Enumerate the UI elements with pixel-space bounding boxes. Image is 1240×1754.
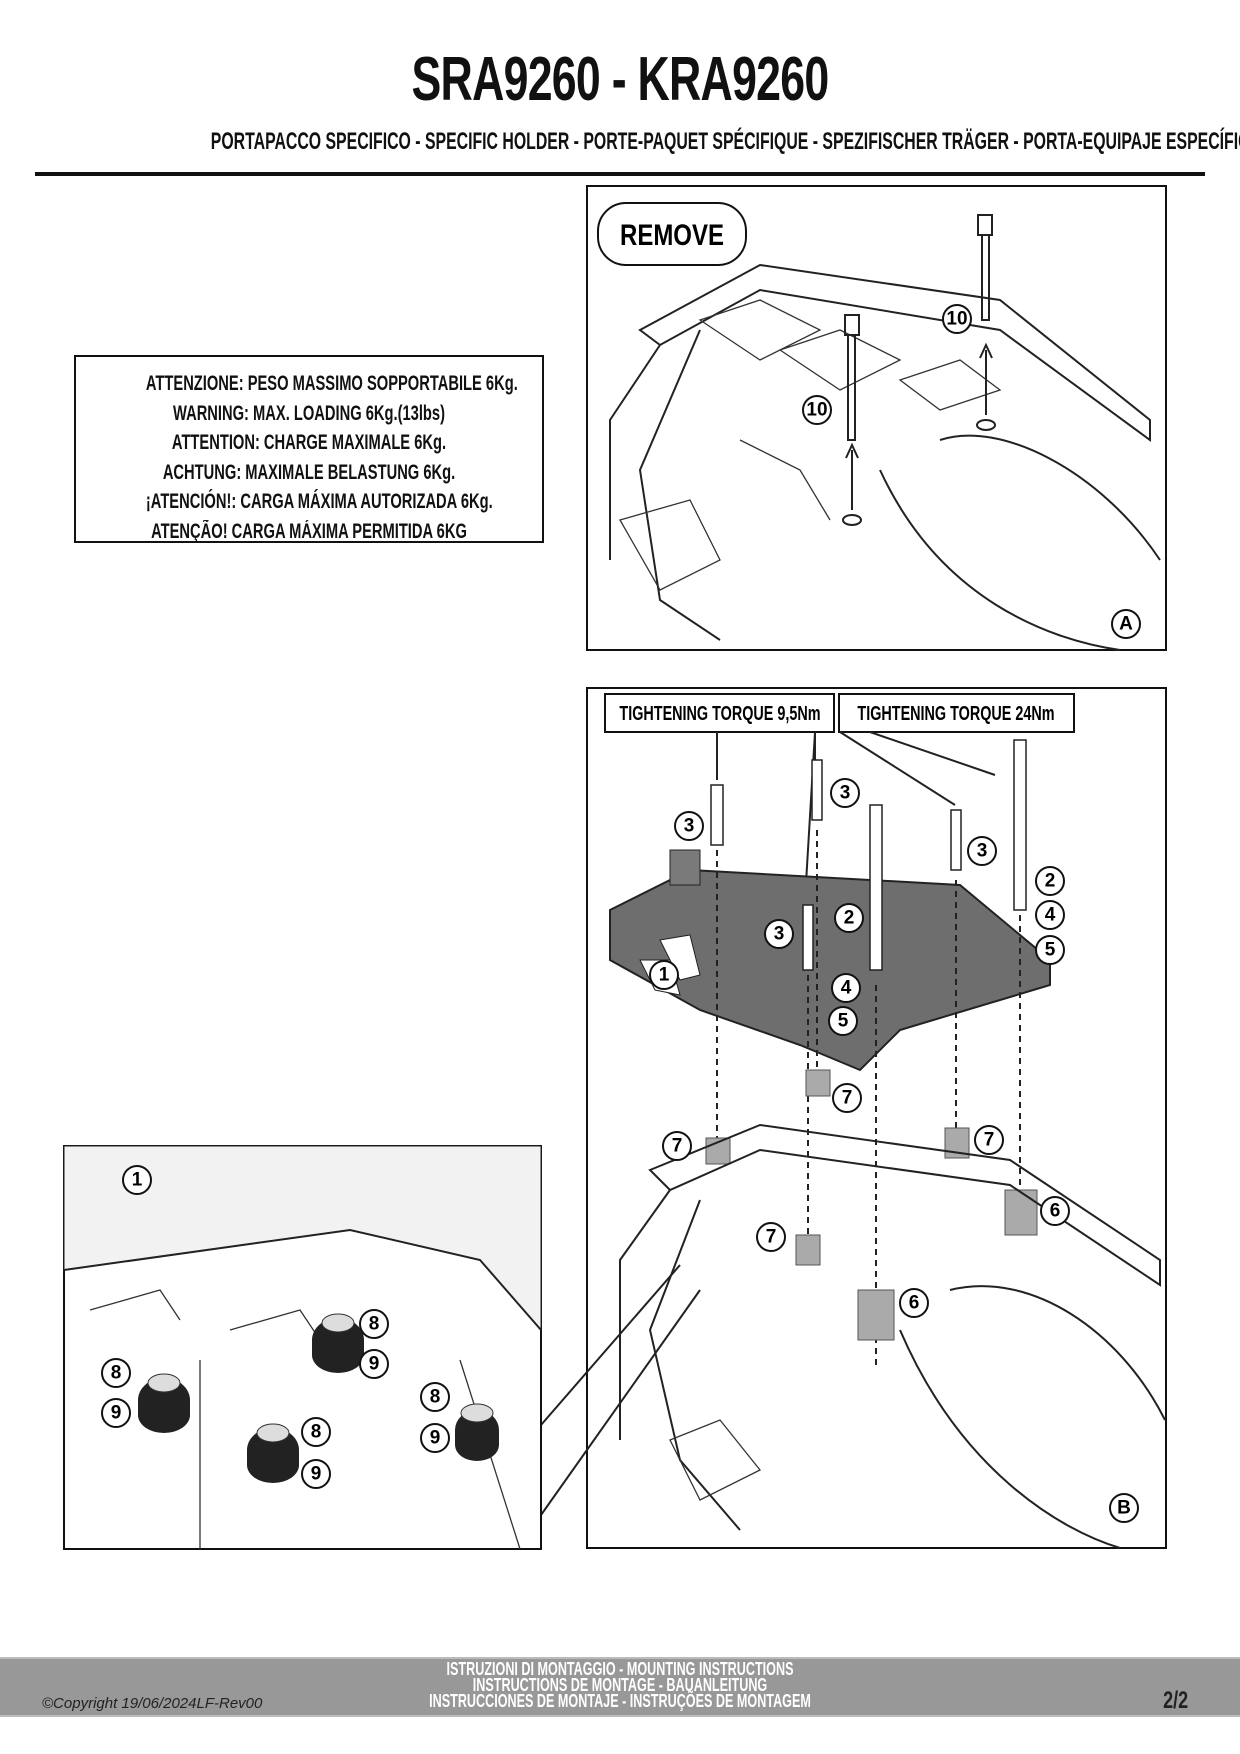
svg-text:3: 3 — [840, 783, 851, 804]
header-divider — [35, 172, 1205, 176]
step-label: A — [1111, 609, 1141, 639]
svg-text:5: 5 — [1045, 940, 1056, 961]
svg-text:3: 3 — [977, 841, 988, 862]
svg-text:1: 1 — [659, 965, 670, 986]
warning-line: ATENÇÃO! CARGA MÁXIMA PERMITIDA 6KG — [151, 519, 467, 543]
torque-label-24nm: TIGHTENING TORQUE 24Nm — [857, 702, 1054, 725]
step-label: B — [1109, 1493, 1139, 1523]
page-number: 2/2 — [1162, 1687, 1188, 1714]
footer-bar: ©Copyright 19/06/2024LF-Rev00 ISTRUZIONI… — [0, 1657, 1240, 1717]
svg-text:9: 9 — [111, 1403, 122, 1424]
svg-text:2: 2 — [844, 908, 855, 929]
torque-label-9-5nm: TIGHTENING TORQUE 9,5Nm — [619, 702, 820, 725]
svg-text:8: 8 — [369, 1314, 380, 1335]
svg-text:1: 1 — [132, 1170, 143, 1191]
svg-text:6: 6 — [909, 1293, 920, 1314]
svg-text:2: 2 — [1045, 871, 1056, 892]
svg-text:9: 9 — [430, 1428, 441, 1449]
svg-text:7: 7 — [766, 1227, 777, 1248]
copyright: ©Copyright 19/06/2024LF-Rev00 — [42, 1695, 263, 1712]
remove-label: REMOVE — [620, 217, 724, 251]
footer-instructions-title: ISTRUZIONI DI MONTAGGIO - MOUNTING INSTR… — [0, 1659, 1240, 1711]
panel-b-install: TIGHTENING TORQUE 9,5Nm TIGHTENING TORQU… — [586, 687, 1167, 1549]
warning-line: ACHTUNG: MAXIMALE BELASTUNG 6Kg. — [162, 460, 456, 484]
svg-text:A: A — [1119, 614, 1133, 635]
svg-text:7: 7 — [672, 1136, 683, 1157]
svg-text:B: B — [1117, 1498, 1131, 1519]
remove-label-box — [597, 202, 747, 266]
warning-line: WARNING: MAX. LOADING 6Kg.(13lbs) — [173, 401, 445, 425]
svg-text:9: 9 — [369, 1354, 380, 1375]
svg-text:4: 4 — [1045, 905, 1056, 926]
svg-text:8: 8 — [430, 1387, 441, 1408]
svg-text:9: 9 — [311, 1464, 322, 1485]
svg-text:7: 7 — [984, 1130, 995, 1151]
callout: 10 — [942, 304, 972, 334]
warning-line: ¡ATENCIÓN!: CARGA MÁXIMA AUTORIZADA 6Kg. — [145, 490, 493, 513]
document-title: SRA9260 - KRA9260 — [411, 45, 829, 114]
callout: 10 — [802, 395, 832, 425]
svg-text:4: 4 — [841, 978, 852, 999]
footer-line: INSTRUCCIONES DE MONTAJE - INSTRUÇÕES DE… — [429, 1691, 811, 1711]
svg-text:3: 3 — [774, 924, 785, 945]
warning-line: ATTENTION: CHARGE MAXIMALE 6Kg. — [171, 431, 447, 454]
footer-line: INSTRUCTIONS DE MONTAGE - BAUANLEITUNG — [472, 1675, 768, 1695]
panel-a-remove: REMOVE 10 10 A — [586, 185, 1167, 651]
svg-text:7: 7 — [842, 1088, 853, 1109]
footer-line: ISTRUZIONI DI MONTAGGIO - MOUNTING INSTR… — [446, 1659, 794, 1679]
warning-line: ATTENZIONE: PESO MASSIMO SOPPORTABILE 6K… — [145, 372, 518, 395]
svg-text:5: 5 — [838, 1011, 849, 1032]
svg-text:3: 3 — [684, 816, 695, 837]
load-warning-box: ATTENZIONE: PESO MASSIMO SOPPORTABILE 6K… — [74, 355, 544, 543]
svg-text:6: 6 — [1050, 1201, 1061, 1222]
svg-text:10: 10 — [946, 309, 967, 330]
svg-text:10: 10 — [806, 400, 827, 421]
svg-text:8: 8 — [311, 1422, 322, 1443]
svg-text:8: 8 — [111, 1363, 122, 1384]
detail-inset-underside: 1 8 9 8 9 8 9 8 9 — [63, 1145, 542, 1550]
